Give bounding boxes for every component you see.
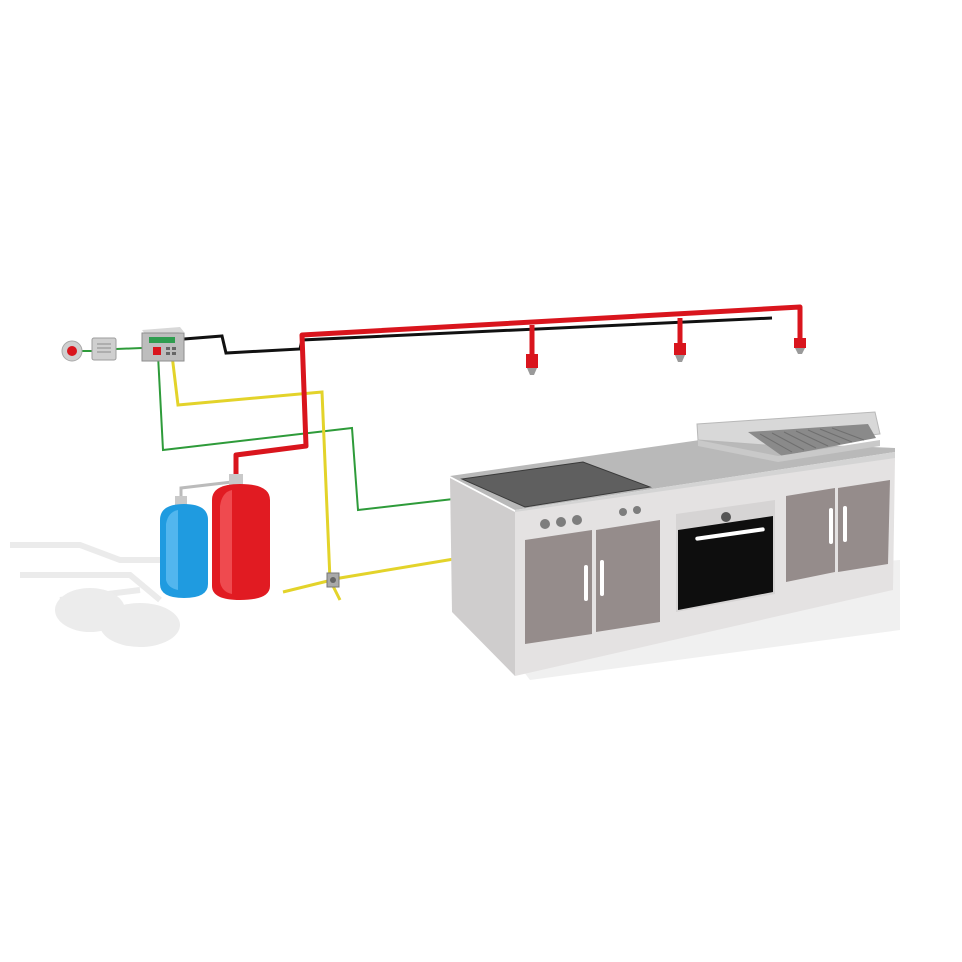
control-knobs[interactable] — [540, 506, 641, 529]
cabinet-door-right-2[interactable] — [838, 480, 890, 572]
cabinet-door-left-1[interactable] — [525, 530, 592, 644]
kitchen-line — [450, 411, 895, 676]
blue-propellant-cylinder — [160, 480, 233, 598]
oven-clock — [721, 512, 731, 522]
green-wire-sounder — [115, 347, 143, 350]
nozzle-body — [794, 338, 806, 348]
built-in-oven — [676, 500, 775, 612]
callpoint-button — [67, 346, 77, 356]
nozzle-2 — [674, 343, 686, 362]
nozzle-3 — [794, 338, 806, 354]
oven-handle[interactable] — [695, 527, 765, 541]
griddle-plate — [696, 411, 881, 462]
red-extinguishing-agent-cylinder — [212, 474, 270, 600]
red-agent-pipe — [233, 304, 803, 480]
yellow-gas-line-to-cabinet — [282, 556, 461, 594]
knob-1[interactable] — [540, 519, 550, 529]
alarm-sounder — [91, 337, 117, 361]
nozzle-tip — [527, 368, 537, 375]
panel-key-4[interactable] — [172, 352, 176, 355]
door-handle-1[interactable] — [584, 565, 588, 601]
valve-handle — [330, 577, 336, 583]
knob-3[interactable] — [572, 515, 582, 525]
nozzle-tip — [675, 355, 685, 362]
griddle-front-lip — [698, 440, 880, 462]
panel-screen — [149, 337, 175, 343]
door-handle-4[interactable] — [843, 506, 847, 542]
gas-shutoff-valve[interactable] — [326, 572, 340, 588]
nozzle-body — [674, 343, 686, 355]
panel-key-1[interactable] — [166, 347, 170, 350]
sounder-body — [91, 337, 117, 361]
knob-2[interactable] — [556, 517, 566, 527]
cylinder-shadow-2 — [100, 603, 180, 647]
black-detection-wire — [183, 316, 773, 355]
blue-cylinder-highlight — [166, 510, 178, 590]
induction-hob — [460, 461, 652, 508]
nozzle-body — [526, 354, 538, 368]
cabinet-door-right-1[interactable] — [786, 488, 835, 582]
nozzle-1 — [526, 354, 538, 375]
cabinet-door-left-2[interactable] — [596, 520, 660, 632]
door-handle-2[interactable] — [600, 560, 604, 596]
red-cylinder-highlight — [220, 490, 232, 594]
fire-control-panel — [141, 327, 185, 362]
cabinet-side — [450, 478, 515, 676]
griddle-ribs — [759, 427, 865, 453]
door-handle-3[interactable] — [829, 508, 833, 544]
manual-release-button[interactable] — [61, 340, 83, 362]
panel-key-3[interactable] — [166, 352, 170, 355]
panel-alarm-button[interactable] — [153, 347, 161, 355]
panel-key-2[interactable] — [172, 347, 176, 350]
nozzle-tip — [795, 348, 805, 354]
knob-5[interactable] — [633, 506, 641, 514]
knob-4[interactable] — [619, 508, 627, 516]
green-wire-to-cabinet — [157, 354, 463, 512]
